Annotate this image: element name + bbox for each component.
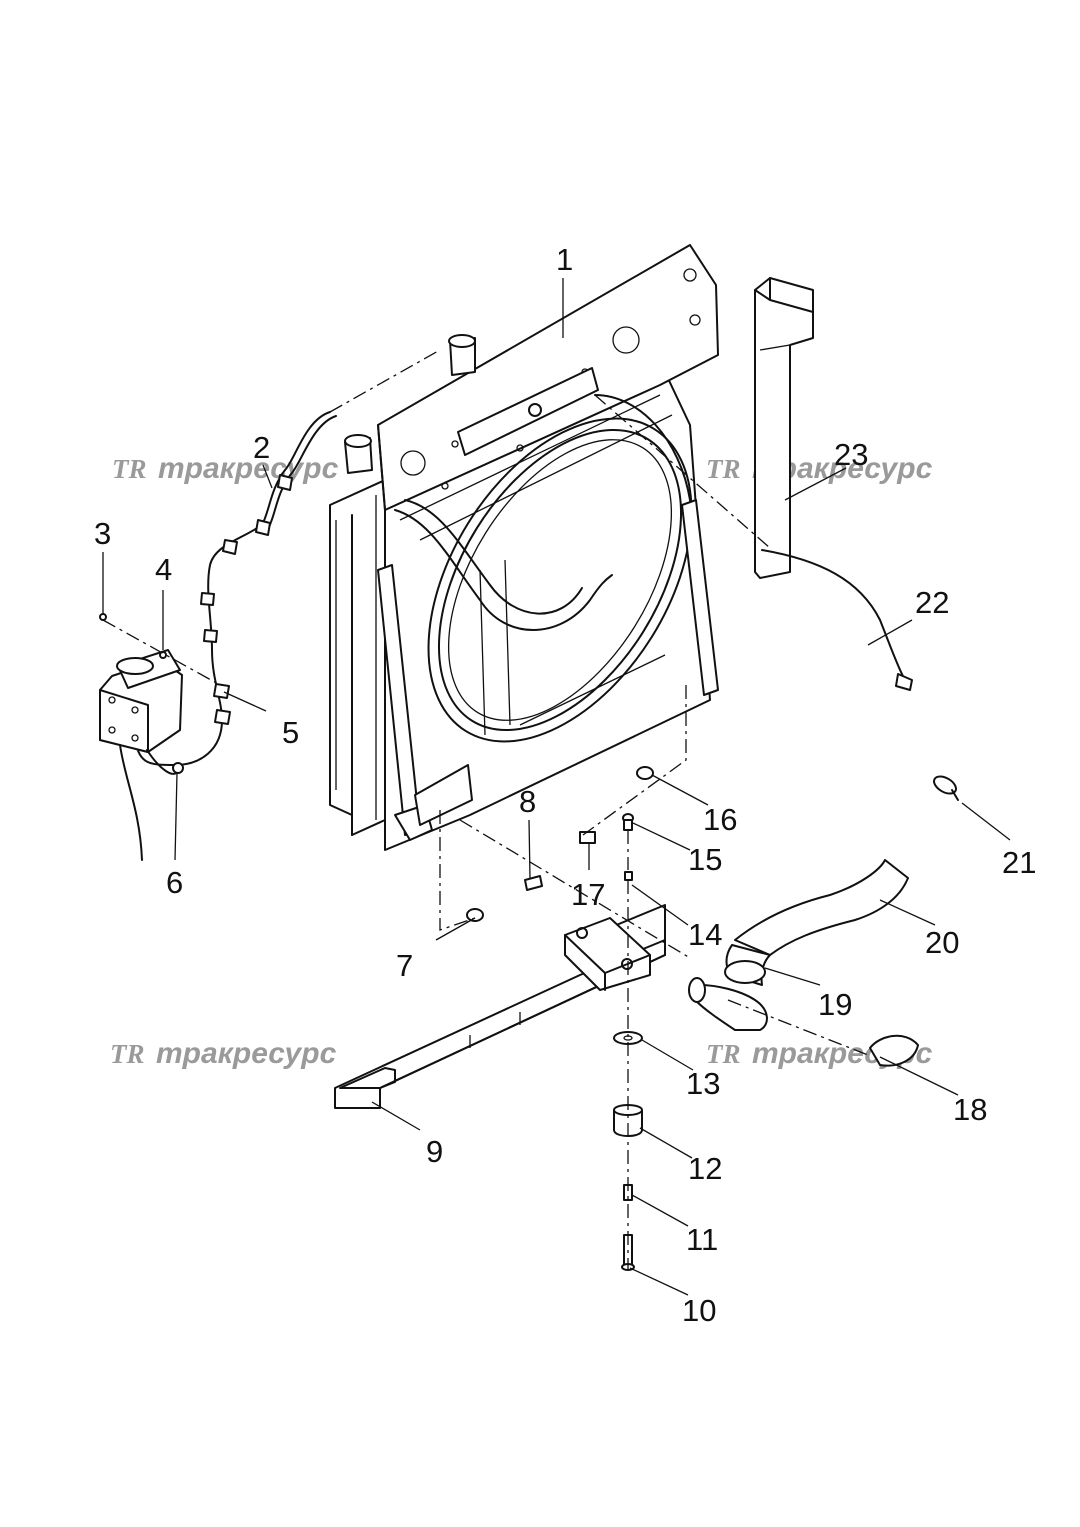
callout-8: 8 bbox=[519, 784, 536, 819]
vertical-duct bbox=[754, 277, 814, 579]
callout-12: 12 bbox=[688, 1151, 722, 1186]
callout-20: 20 bbox=[925, 925, 959, 960]
expansion-tank bbox=[99, 649, 184, 861]
assembly-centerlines bbox=[102, 349, 869, 1270]
callout-23: 23 bbox=[834, 437, 868, 472]
support-beam bbox=[334, 904, 666, 1109]
callout-14: 14 bbox=[688, 917, 722, 952]
callout-9: 9 bbox=[426, 1134, 443, 1169]
svg-text:тракресурс: тракресурс bbox=[158, 452, 339, 485]
callout-16: 16 bbox=[703, 802, 737, 837]
clamp-part-21 bbox=[933, 775, 959, 801]
callout-3: 3 bbox=[94, 516, 111, 551]
callout-21: 21 bbox=[1002, 845, 1036, 880]
callout-1: 1 bbox=[556, 242, 573, 277]
svg-text:TR: TR bbox=[706, 454, 741, 484]
leader-lines bbox=[102, 278, 1011, 1296]
callout-2: 2 bbox=[253, 430, 270, 465]
screw-part-3 bbox=[99, 613, 107, 621]
washer-part-4 bbox=[159, 651, 167, 659]
watermark-top-left: TR тракресурс bbox=[112, 452, 339, 485]
radiator-assembly bbox=[329, 244, 719, 851]
callout-5: 5 bbox=[282, 715, 299, 750]
svg-text:TR: TR bbox=[706, 1039, 741, 1069]
callout-15: 15 bbox=[688, 842, 722, 877]
svg-text:TR: TR bbox=[112, 454, 147, 484]
callout-10: 10 bbox=[682, 1293, 716, 1328]
callout-labels: 1 2 3 4 5 6 7 8 9 10 11 12 13 14 15 16 1… bbox=[94, 242, 1036, 1328]
callout-7: 7 bbox=[396, 948, 413, 983]
callout-6: 6 bbox=[166, 865, 183, 900]
callout-17: 17 bbox=[571, 877, 605, 912]
callout-19: 19 bbox=[818, 987, 852, 1022]
watermark-bottom-left: TR тракресурс bbox=[110, 1037, 337, 1070]
svg-text:TR: TR bbox=[110, 1039, 145, 1069]
callout-4: 4 bbox=[155, 552, 172, 587]
lower-hose bbox=[688, 859, 909, 1031]
callout-11: 11 bbox=[686, 1222, 718, 1257]
callout-18: 18 bbox=[953, 1092, 987, 1127]
callout-22: 22 bbox=[915, 585, 949, 620]
watermark-top-right: TR тракресурс bbox=[706, 452, 933, 485]
overflow-hose bbox=[134, 411, 337, 766]
sensor-cable bbox=[761, 549, 913, 691]
svg-text:тракресурс: тракресурс bbox=[156, 1037, 337, 1070]
callout-13: 13 bbox=[686, 1066, 720, 1101]
